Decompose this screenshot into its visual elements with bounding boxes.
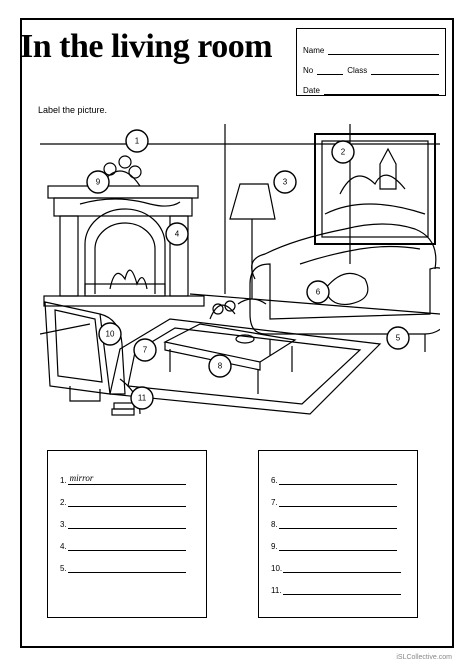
answer-number: 6. [271,476,278,485]
books [111,402,135,416]
callout-10-label: 10 [106,330,115,339]
answer-row-7: 7. [271,495,397,507]
answer-row-4: 4. [60,539,186,551]
answer-row-11: 11. [271,583,401,595]
callout-2-label: 2 [341,148,346,157]
callout-3-label: 3 [283,178,288,187]
answer-row-5: 5. [60,561,186,573]
answer-row-2: 2. [60,495,186,507]
callout-4: 4 [165,222,189,246]
answer-row-6: 6. [271,473,397,485]
answer-number: 8. [271,520,278,529]
answer-field-4[interactable] [67,540,186,551]
answer-number: 9. [271,542,278,551]
answer-number: 11. [271,586,282,595]
answer-field-6[interactable] [278,474,397,485]
answer-field-9[interactable] [278,540,397,551]
callout-11: 11 [130,386,154,410]
callout-9-label: 9 [96,178,101,187]
floor-lamp [229,183,276,305]
sofa [249,223,440,356]
class-field[interactable] [371,65,439,75]
answer-number: 1. [60,476,67,485]
answer-row-9: 9. [271,539,397,551]
answer-field-8[interactable] [278,518,397,529]
name-row: Name [303,35,439,55]
answer-field-10[interactable] [283,562,402,573]
answer-field-5[interactable] [67,562,186,573]
living-room-illustration: 1 2 3 4 5 6 7 8 9 10 11 [40,124,440,416]
no-class-row: No Class [303,55,439,75]
window [314,133,436,245]
answer-field-2[interactable] [67,496,186,507]
callout-4-label: 4 [175,230,180,239]
callout-1: 1 [125,129,149,153]
page-frame [20,18,454,648]
answer-row-3: 3. [60,517,186,529]
answer-field-11[interactable] [282,584,401,595]
callout-8-label: 8 [218,362,223,371]
class-label: Class [347,66,368,75]
footer-watermark: iSLCollective.com [396,654,452,661]
answer-box-right: 6. 7. 8. 9. 10. 11. [258,450,418,618]
no-field[interactable] [317,65,344,75]
no-label: No [303,66,314,75]
callout-1-label: 1 [135,137,140,146]
callout-6: 6 [306,280,330,304]
answer-field-3[interactable] [67,518,186,529]
answer-box-left: 1. mirror 2. 3. 4. 5. [47,450,207,618]
answer-field-7[interactable] [278,496,397,507]
answer-number: 2. [60,498,67,507]
callout-7-label: 7 [143,346,148,355]
callout-6-label: 6 [316,288,321,297]
answer-number: 10. [271,564,283,573]
instruction-text: Label the picture. [38,105,108,115]
student-info-box: Name No Class Date [296,28,446,96]
fireplace [43,185,205,307]
callout-5: 5 [386,326,410,350]
page-title: In the living room [20,28,273,65]
callout-11-label: 11 [138,394,147,403]
callout-2: 2 [331,140,355,164]
date-label: Date [303,86,320,95]
name-field[interactable] [328,45,439,55]
answer-text-1: mirror [69,473,94,483]
answer-number: 4. [60,542,67,551]
rug [109,318,382,415]
name-label: Name [303,46,325,55]
answer-row-8: 8. [271,517,397,529]
date-field[interactable] [323,85,439,95]
answer-number: 3. [60,520,67,529]
callout-7: 7 [133,338,157,362]
answer-number: 5. [60,564,67,573]
television [44,301,141,415]
coffee-table [163,300,297,394]
room-drawing [40,124,440,416]
callout-3: 3 [273,170,297,194]
answer-row-10: 10. [271,561,402,573]
date-row: Date [303,75,439,95]
answer-field-1[interactable]: mirror [67,473,186,485]
callout-10: 10 [98,322,122,346]
callout-9: 9 [86,170,110,194]
callout-5-label: 5 [396,334,401,343]
answer-number: 7. [271,498,278,507]
callout-markers: 1 2 3 4 5 6 7 8 9 10 11 [86,129,410,410]
callout-8: 8 [208,354,232,378]
answer-row-1: 1. mirror [60,473,186,485]
